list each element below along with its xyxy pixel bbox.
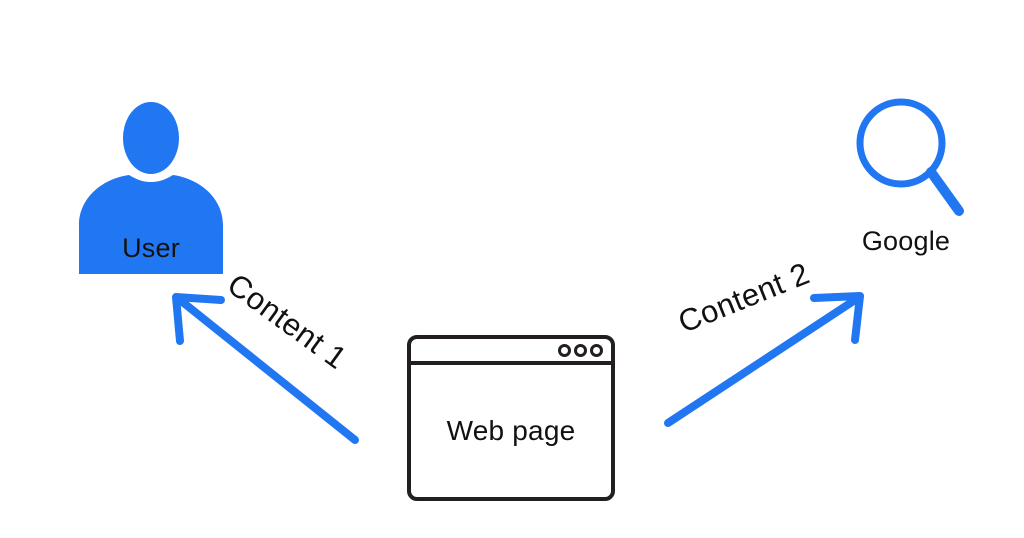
magnifier-handle-icon <box>926 167 964 216</box>
magnifier-lens-icon <box>856 98 946 188</box>
arrow-content-2-head <box>810 292 864 344</box>
browser-dot-2-icon <box>574 343 587 357</box>
arrow-content-2-shaft <box>664 294 862 427</box>
browser-window-icon: Web page <box>407 335 615 501</box>
browser-content-area: Web page <box>411 365 611 497</box>
google-label: Google <box>861 226 951 256</box>
browser-dot-3-icon <box>590 343 603 357</box>
arrow-content-2 <box>664 292 864 427</box>
browser-dot-1-icon <box>558 343 571 357</box>
user-body-icon <box>79 175 223 274</box>
webpage-label: Web page <box>446 415 576 446</box>
user-label: User <box>122 233 180 263</box>
arrow-content-1-head <box>172 293 225 345</box>
arrow-content-1-shaft <box>176 296 359 444</box>
browser-titlebar <box>411 339 611 365</box>
arrow-content-1 <box>172 293 359 444</box>
user-head-icon <box>123 102 179 174</box>
